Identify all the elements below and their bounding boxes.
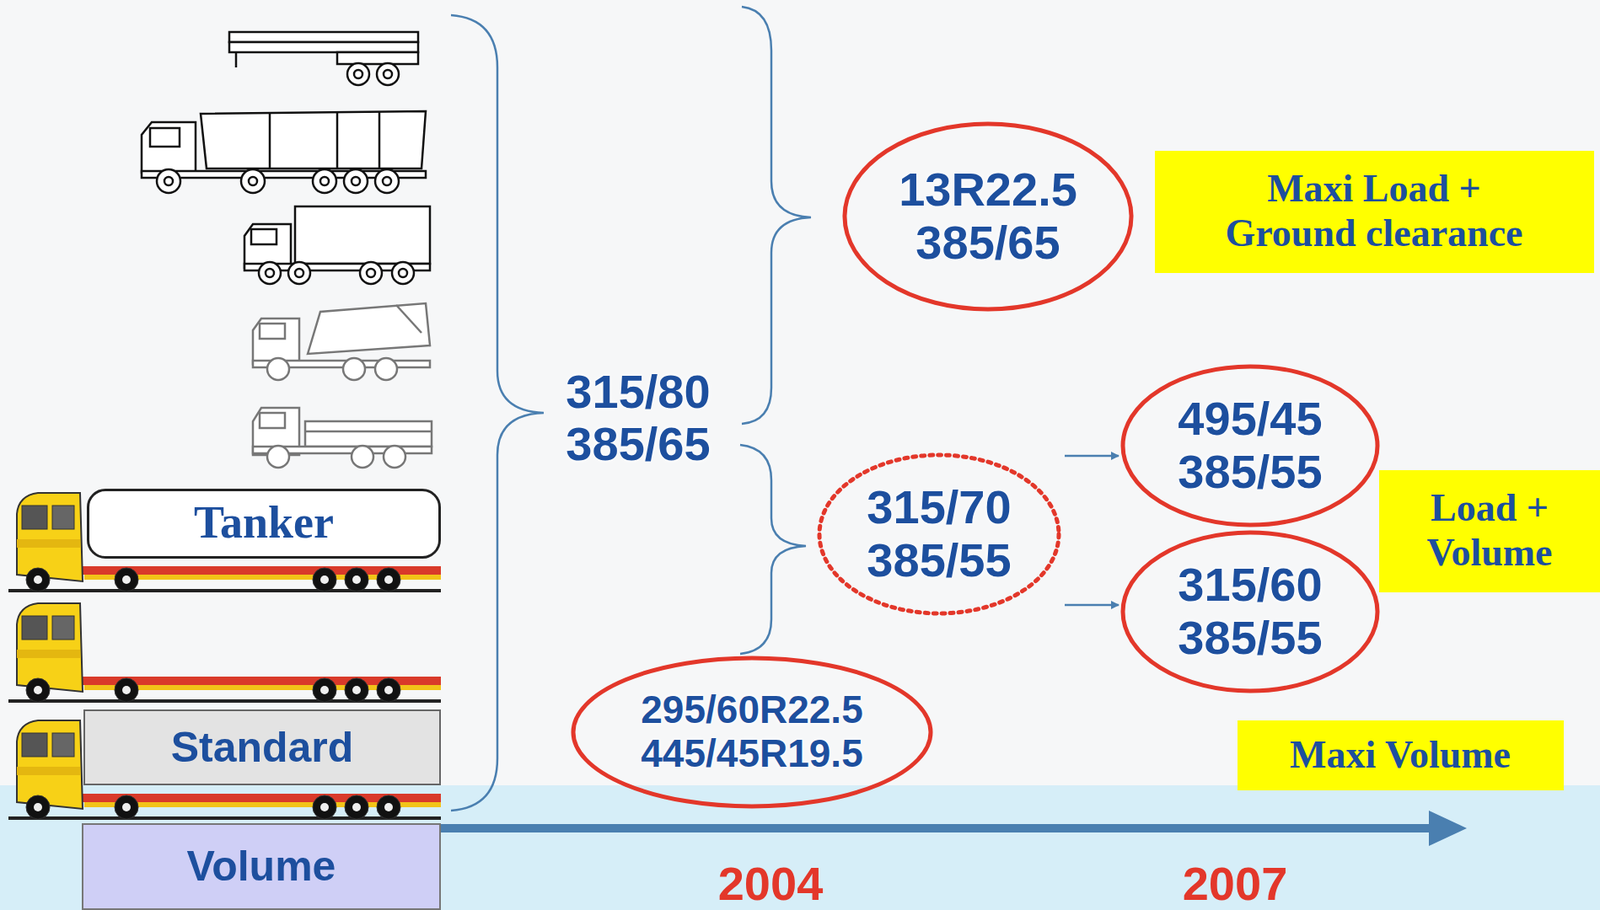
- ellipse-shape: [819, 455, 1059, 614]
- node-text: Maxi Load + Ground clearance: [1197, 166, 1552, 257]
- trailer-body: Tanker: [86, 488, 441, 559]
- trailer-body: Volume: [81, 823, 441, 910]
- node-text: Tanker: [193, 498, 334, 548]
- ellipse-shape: [1122, 532, 1378, 692]
- diagram-label: 385/65: [565, 416, 710, 472]
- diagram-label: 2007: [1182, 856, 1289, 910]
- tyre-ellipse: 315/70385/55: [816, 452, 1062, 617]
- diagram-label: 2004: [718, 856, 824, 910]
- category-box: Maxi Volume: [1237, 720, 1564, 791]
- node-text: 315/60: [1177, 558, 1322, 613]
- arrow-connector: [1064, 455, 1119, 458]
- arrow-connector: [1064, 604, 1119, 607]
- diagram-label: 315/80: [565, 364, 710, 419]
- node-text: Volume: [187, 843, 337, 891]
- node-text: 295/60R22.5: [640, 688, 863, 733]
- ellipse-shape: [573, 658, 931, 807]
- node-text: Maxi Volume: [1289, 733, 1511, 779]
- node-text: 385/65: [915, 216, 1060, 270]
- node-text: 385/55: [1177, 445, 1322, 500]
- category-box: Load + Volume: [1379, 470, 1600, 593]
- tyre-ellipse: 495/45385/55: [1120, 364, 1380, 528]
- category-box: Maxi Load + Ground clearance: [1154, 150, 1595, 274]
- trailer-body: Standard: [83, 709, 441, 786]
- node-text: 385/55: [866, 534, 1011, 588]
- node-text: Standard: [171, 724, 355, 772]
- node-text: Load + Volume: [1396, 486, 1583, 576]
- node-text: 385/55: [1177, 612, 1322, 666]
- node-text: 495/45: [1177, 392, 1322, 446]
- tyre-ellipse: 13R22.5385/65: [842, 121, 1134, 312]
- node-text: 13R22.5: [898, 163, 1078, 217]
- node-text: 445/45R19.5: [640, 732, 863, 777]
- ellipse-shape: [1122, 366, 1378, 526]
- tyre-ellipse: 315/60385/55: [1120, 530, 1380, 694]
- node-text: 315/70: [866, 481, 1011, 535]
- ellipse-shape: [844, 123, 1132, 310]
- tyre-ellipse: 295/60R22.5445/45R19.5: [570, 655, 934, 810]
